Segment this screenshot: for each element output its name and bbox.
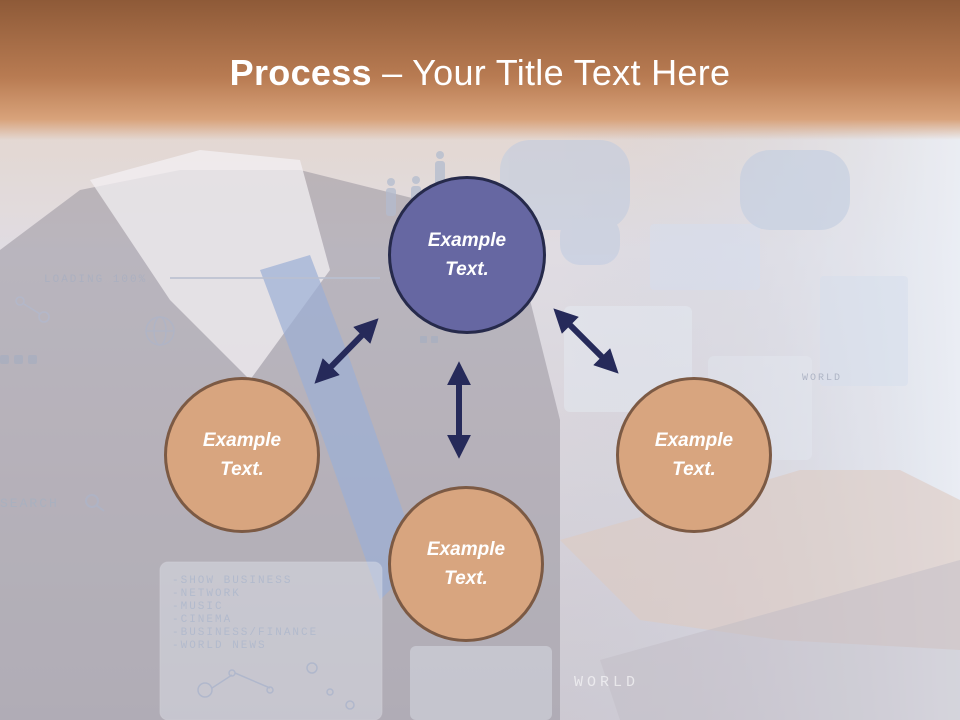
laptop-shape	[600, 560, 960, 720]
node-right-label: Example Text.	[654, 430, 734, 480]
tie-shape	[260, 255, 420, 600]
hud-panel-4	[820, 276, 908, 386]
title-bold: Process	[229, 52, 372, 93]
hud-panel-menu	[159, 561, 383, 720]
arrow-top-right	[553, 308, 619, 374]
arrow-top-left	[314, 318, 379, 384]
world-bottom-text: WORLD	[574, 674, 639, 691]
hud-menu-item: -NETWORK	[172, 588, 241, 600]
hud-panel-3	[650, 224, 760, 290]
node-bottom-label: Example Text.	[426, 539, 506, 589]
hud-menu-item: -MUSIC	[172, 601, 224, 613]
process-node-left[interactable]: Example Text.	[164, 377, 320, 533]
hud-menu-item: -CINEMA	[172, 614, 232, 626]
globe-icon	[145, 316, 175, 346]
search-text: SEARCH	[0, 496, 59, 511]
circuit-icon	[197, 662, 355, 710]
node-top-label: Example Text.	[427, 230, 507, 280]
loading-text: LOADING 100%	[44, 274, 147, 286]
shirt-shape	[90, 150, 330, 380]
hud-menu-item: -SHOW BUSINESS	[172, 575, 292, 587]
hud-menu-item: -BUSINESS/FINANCE	[172, 627, 318, 639]
hud-menu-item: -WORLD NEWS	[172, 640, 267, 652]
process-node-top[interactable]: Example Text.	[388, 176, 546, 334]
title-rest: – Your Title Text Here	[371, 52, 731, 93]
slide-title[interactable]: Process – Your Title Text Here	[0, 52, 960, 94]
hud-menu: -SHOW BUSINESS -NETWORK -MUSIC -CINEMA -…	[172, 575, 318, 652]
title-bar	[0, 0, 960, 140]
app-icons	[0, 336, 438, 364]
process-node-bottom[interactable]: Example Text.	[388, 486, 544, 642]
process-node-right[interactable]: Example Text.	[616, 377, 772, 533]
network-icon	[15, 296, 50, 323]
world-map-dots	[500, 140, 850, 265]
node-left-label: Example Text.	[202, 430, 282, 480]
search-icon	[85, 494, 105, 512]
hud-panel-5	[410, 646, 552, 720]
world-small-text: WORLD	[802, 373, 842, 384]
